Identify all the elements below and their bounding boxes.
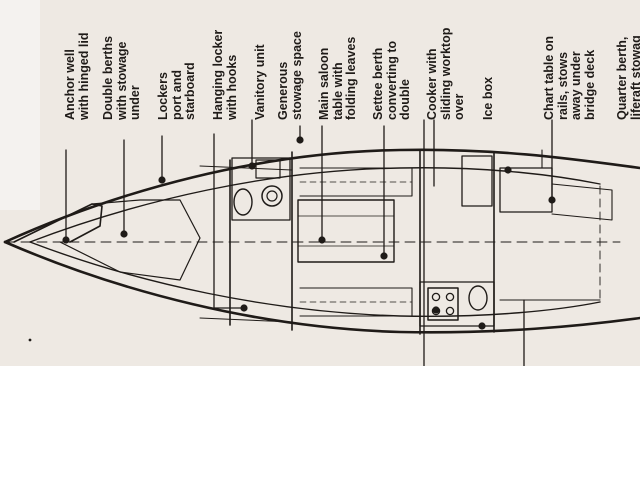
label-quarter-berth: Quarter berth, liferaft stowag	[615, 35, 640, 120]
label-generous-stowage: Generous stowage space	[276, 31, 304, 120]
quarter-berth	[551, 183, 613, 221]
label-chart-table: Chart table on rails, stows away under b…	[542, 35, 597, 120]
inner-hull-line-lower	[29, 241, 601, 317]
boat-plan-drawing	[3, 119, 640, 366]
label-settee-berth: Settee berth converting to double	[371, 40, 412, 120]
label-ice-box: Ice box	[481, 76, 495, 120]
label-lockers: Lockers port and starboard	[156, 62, 197, 120]
basin	[261, 185, 283, 207]
ice-box	[461, 155, 493, 207]
forward-berth-line	[59, 199, 201, 281]
inner-hull-line	[29, 167, 601, 243]
heads-compartment	[231, 157, 291, 221]
paper-tear	[0, 0, 40, 210]
hull-outline-lower	[3, 240, 640, 334]
galley-sink	[468, 285, 488, 311]
anchor-well-box	[13, 203, 103, 243]
saloon-table	[297, 199, 395, 263]
cooker	[427, 287, 459, 321]
label-vanitory-unit: Vanitory unit	[253, 44, 267, 120]
plan-sheet: Anchor well with hinged lid Double berth…	[0, 0, 640, 366]
wc-bowl	[233, 188, 253, 216]
label-cooker: Cooker with sliding worktop over	[425, 27, 466, 120]
blank-area	[0, 366, 640, 480]
label-hanging-locker: Hanging locker with hooks	[211, 29, 239, 120]
label-anchor-well: Anchor well with hinged lid	[63, 32, 91, 121]
galley-counter	[419, 281, 495, 327]
label-main-saloon-table: Main saloon table with folding leaves	[317, 36, 358, 120]
label-double-berths: Double berths with stowage under	[101, 35, 142, 120]
